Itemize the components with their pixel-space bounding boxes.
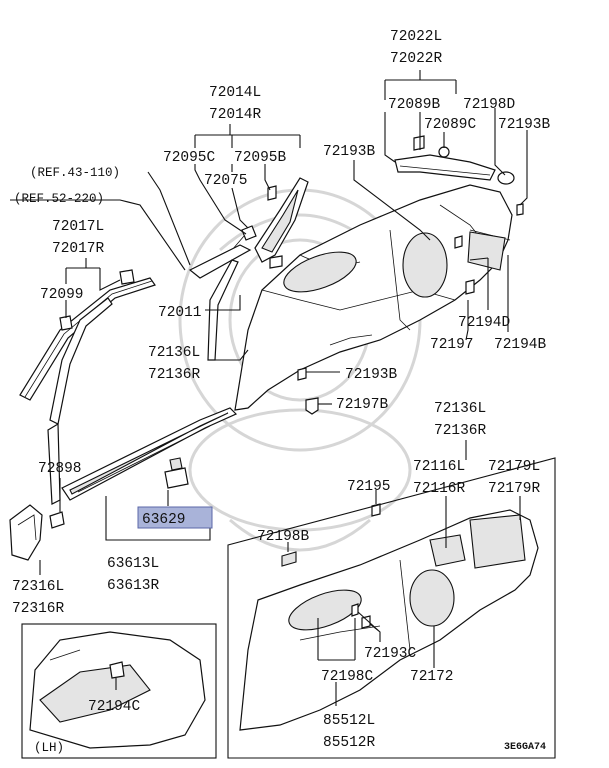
clip-72898 [49, 511, 65, 529]
label-72316L: 72316L [12, 579, 64, 595]
label-72017L: 72017L [52, 219, 104, 235]
clip-63629 [164, 457, 189, 489]
label-72014L: 72014L [209, 85, 261, 101]
label-72197B: 72197B [336, 397, 389, 413]
roof-rail-trim [188, 244, 252, 361]
bracket-72316 [9, 504, 43, 561]
grommet-72197B [305, 397, 319, 415]
label-72194D: 72194D [458, 315, 510, 331]
label-72116R: 72116R [413, 481, 466, 497]
highlight-63629 [137, 506, 213, 529]
label-72014R: 72014R [209, 107, 262, 123]
label-72022R: 72022R [390, 51, 443, 67]
label-72011: 72011 [158, 305, 202, 321]
label-72179R: 72179R [488, 481, 541, 497]
label-72017R: 72017R [52, 241, 105, 257]
quarter-trim-lower-panel [239, 509, 539, 731]
label-63613R: 63613R [107, 578, 160, 594]
label-72089C: 72089C [424, 117, 477, 133]
label-72089B: 72089B [388, 97, 441, 113]
label-ref-43-110: (REF.43-110) [30, 166, 120, 180]
label-72095C: 72095C [163, 150, 216, 166]
label-72194C: 72194C [88, 699, 141, 715]
label-72194B: 72194B [494, 337, 547, 353]
label-63613L: 63613L [107, 556, 159, 572]
label-72198D: 72198D [463, 97, 515, 113]
upper-fasteners [119, 135, 524, 295]
label-72136R-lower: 72136R [434, 423, 487, 439]
label-72136L-upper: 72136L [148, 345, 200, 361]
leader-lines [10, 70, 528, 706]
label-72193B-top: 72193B [498, 117, 551, 133]
label-72075: 72075 [204, 173, 248, 189]
roof-side-trim [394, 154, 496, 181]
label-72316R: 72316R [12, 601, 65, 617]
label-lh: (LH) [34, 741, 64, 755]
label-72195: 72195 [347, 479, 391, 495]
label-72136L-lower: 72136L [434, 401, 486, 417]
fastener-72099 [59, 315, 73, 331]
label-72022L: 72022L [390, 29, 442, 45]
label-72095B: 72095B [234, 150, 287, 166]
label-72198C: 72198C [321, 669, 374, 685]
fastener-72195 [371, 503, 381, 517]
label-72193B-mid: 72193B [323, 144, 376, 160]
pillar-garnish [254, 177, 309, 263]
lh-detail-part [29, 631, 206, 749]
scuff-plate [61, 407, 238, 501]
quarter-trim-upper-panel [234, 184, 513, 411]
center-pillar-strip [47, 297, 113, 505]
detail-box-frame [227, 457, 556, 759]
diagram-code: 3E6GA74 [504, 742, 546, 753]
label-85512L: 85512L [323, 713, 375, 729]
label-85512R: 85512R [323, 735, 376, 751]
label-72193C: 72193C [364, 646, 417, 662]
label-63629: 63629 [142, 512, 186, 528]
label-72136R-upper: 72136R [148, 367, 201, 383]
label-72197: 72197 [430, 337, 474, 353]
label-ref-52-220: (REF.52-220) [14, 192, 104, 206]
label-72172: 72172 [410, 669, 454, 685]
label-72179L: 72179L [488, 459, 540, 475]
lh-detail-frame [21, 623, 217, 759]
label-72116L: 72116L [413, 459, 465, 475]
label-72099: 72099 [40, 287, 84, 303]
label-72193B-low: 72193B [345, 367, 398, 383]
part-labels: 72022L 72022R 72089B 72198D 72089C 72193… [12, 29, 551, 755]
label-72198B: 72198B [257, 529, 310, 545]
screw-72193B-low [297, 367, 307, 381]
label-72898: 72898 [38, 461, 82, 477]
screw-72193C [351, 603, 371, 629]
pad-72198B [281, 551, 297, 567]
